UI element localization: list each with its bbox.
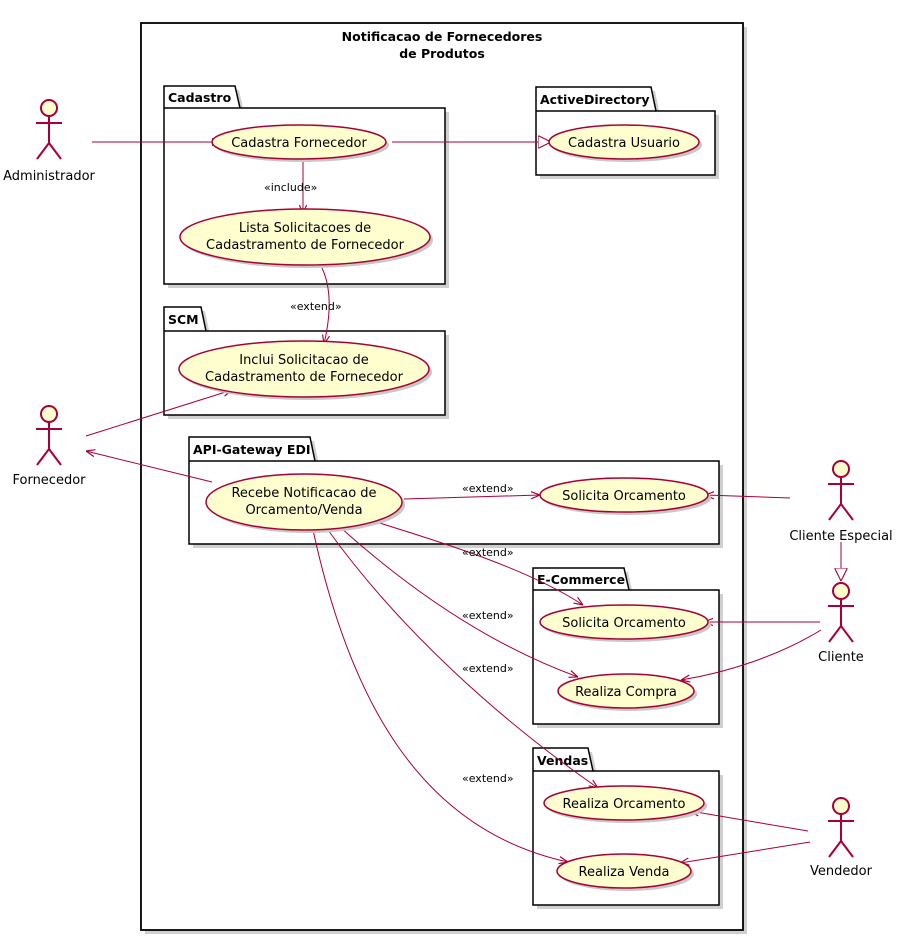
uc-text-line: Orcamento/Venda xyxy=(245,503,362,518)
uc-text-line: Cadastramento de Fornecedor xyxy=(206,238,405,253)
stick-figure-icon xyxy=(828,460,854,521)
system-title-line1: Notificacao de Fornecedores xyxy=(342,29,543,44)
edge-vendedor-realiza-orcamento xyxy=(690,811,809,832)
actor-cliente-especial[interactable]: Cliente Especial xyxy=(789,460,893,544)
actor-label: Vendedor xyxy=(810,864,873,879)
stick-figure-icon xyxy=(828,582,854,643)
label-extend-realiza-orcamento: «extend» xyxy=(462,662,514,675)
label-extend-venda: «extend» xyxy=(462,772,514,785)
actor-label: Fornecedor xyxy=(12,473,86,488)
edge-recebe-solicita-ecom xyxy=(369,519,583,605)
stick-figure-icon xyxy=(36,405,62,466)
label-extend-scm: «extend» xyxy=(290,300,342,313)
label-include: «include» xyxy=(264,181,317,194)
edge-recebe-fornecedor xyxy=(86,451,213,483)
uc-text-line: Solicita Orcamento xyxy=(562,489,686,504)
use-case-solicita-orcamento-api[interactable]: Solicita Orcamento xyxy=(539,477,711,515)
use-case-inclui-solicitacao[interactable]: Inclui Solicitacao de Cadastramento de F… xyxy=(178,340,432,400)
edge-recebe-realiza-venda xyxy=(312,529,568,862)
edge-cliente-especial-solicita xyxy=(705,495,791,498)
actor-vendedor[interactable]: Vendedor xyxy=(810,797,873,879)
package-label-api-gateway: API-Gateway EDI xyxy=(193,442,311,457)
use-case-lista-solicitacoes[interactable]: Lista Solicitacoes de Cadastramento de F… xyxy=(179,208,433,268)
package-label-scm: SCM xyxy=(168,312,199,327)
edge-recebe-solicita-api xyxy=(403,495,540,500)
stick-figure-icon xyxy=(36,99,62,160)
use-case-recebe-notificacao[interactable]: Recebe Notificacao de Orcamento/Venda xyxy=(205,473,405,533)
label-extend-api: «extend» xyxy=(462,482,514,495)
use-case-cadastra-usuario[interactable]: Cadastra Usuario xyxy=(548,124,702,162)
uc-text-line: Cadastramento de Fornecedor xyxy=(205,370,404,385)
actor-label: Administrador xyxy=(3,169,95,184)
edge-fornecedor-inclui xyxy=(85,390,232,437)
uc-text-line: Cadastra Usuario xyxy=(568,136,680,151)
actor-administrador[interactable]: Administrador xyxy=(3,99,96,184)
edges xyxy=(86,142,841,863)
edge-vendedor-realiza-venda xyxy=(680,841,811,863)
use-case-solicita-orcamento-ecom[interactable]: Solicita Orcamento xyxy=(539,604,711,642)
use-case-realiza-orcamento[interactable]: Realiza Orcamento xyxy=(543,785,707,823)
package-label-active-directory: ActiveDirectory xyxy=(540,92,650,107)
actor-label: Cliente xyxy=(818,650,864,665)
uc-text-line: Cadastra Fornecedor xyxy=(231,136,367,151)
uc-text-line: Solicita Orcamento xyxy=(562,616,686,631)
label-extend-compra: «extend» xyxy=(462,609,514,622)
use-case-cadastra-fornecedor[interactable]: Cadastra Fornecedor xyxy=(211,124,389,162)
actor-label: Cliente Especial xyxy=(789,529,892,544)
stick-figure-icon xyxy=(828,797,854,858)
edge-recebe-realiza-orcamento xyxy=(327,529,598,788)
uc-text-line: Inclui Solicitacao de xyxy=(239,353,369,368)
actor-cliente[interactable]: Cliente xyxy=(818,582,864,665)
uc-text-line: Realiza Orcamento xyxy=(563,797,686,812)
uc-text-line: Realiza Venda xyxy=(579,865,670,880)
edge-extend-lista-inclui xyxy=(321,267,329,344)
uc-text-line: Recebe Notificacao de xyxy=(231,486,376,501)
uc-text-line: Realiza Compra xyxy=(575,685,677,700)
use-case-realiza-compra[interactable]: Realiza Compra xyxy=(557,673,697,711)
actor-fornecedor[interactable]: Fornecedor xyxy=(12,405,86,488)
package-label-vendas: Vendas xyxy=(537,753,588,768)
label-extend-ecom-orcamento: «extend» xyxy=(462,546,514,559)
uc-text-line: Lista Solicitacoes de xyxy=(239,221,371,236)
edge-recebe-realiza-compra xyxy=(339,526,578,677)
package-label-cadastro: Cadastro xyxy=(168,90,232,105)
use-case-realiza-venda[interactable]: Realiza Venda xyxy=(556,853,694,891)
system-title-line2: de Produtos xyxy=(399,46,485,61)
package-label-ecommerce: E-Commerce xyxy=(537,572,625,587)
edge-cliente-realiza-compra xyxy=(681,629,822,680)
